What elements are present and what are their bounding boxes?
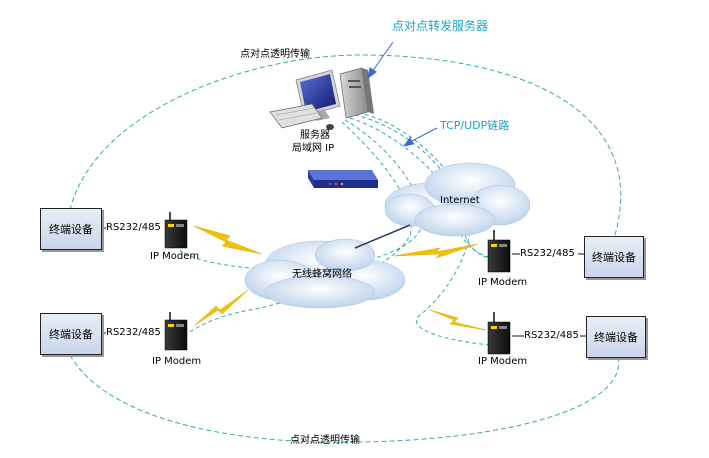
lightning-bolts [193,225,487,331]
modem-icon-right-bottom [487,312,511,355]
cloud-link [354,224,411,249]
modem-label-right-bottom: IP Modem [478,356,528,367]
modem-icon-left-top [164,212,188,249]
server-ip-label: 局域网 IP [292,143,335,154]
server-computer-icon [269,67,374,130]
server-label: 服务器 [300,130,330,141]
terminal-device-right-bottom: 终端设备 [586,316,646,358]
cellular-network-label: 无线蜂窝网络 [292,269,352,280]
cellular-cloud [244,238,406,309]
interface-label-right-bottom: RS232/485 [524,330,579,341]
top-transparent-arc [69,54,622,236]
link-arrow [402,127,438,147]
title-arrow [367,41,394,80]
modem-icon-left-bottom [164,312,188,351]
bottom-arc-label: 点对点透明传输 [290,435,360,446]
terminal-device-right-top: 终端设备 [584,236,644,278]
bottom-transparent-arc [69,354,620,443]
terminal-device-left-top: 终端设备 [40,208,102,250]
modem-label-left-bottom: IP Modem [152,356,202,367]
modem-label-right-top: IP Modem [478,277,528,288]
internet-cloud [384,162,531,237]
interface-label-left-top: RS232/485 [106,222,161,233]
terminal-device-left-bottom: 终端设备 [40,313,102,355]
tcp-udp-label: TCP/UDP链路 [440,119,510,132]
internet-label: Internet [440,195,480,206]
modem-icon-right-top [487,230,511,273]
interface-label-left-bottom: RS232/485 [106,327,161,338]
interface-label-right-top: RS232/485 [520,248,575,259]
forwarding-server-title: 点对点转发服务器 [392,19,489,33]
top-arc-label: 点对点透明传输 [240,49,310,60]
modem-label-left-top: IP Modem [150,251,200,262]
router-icon [308,170,378,188]
